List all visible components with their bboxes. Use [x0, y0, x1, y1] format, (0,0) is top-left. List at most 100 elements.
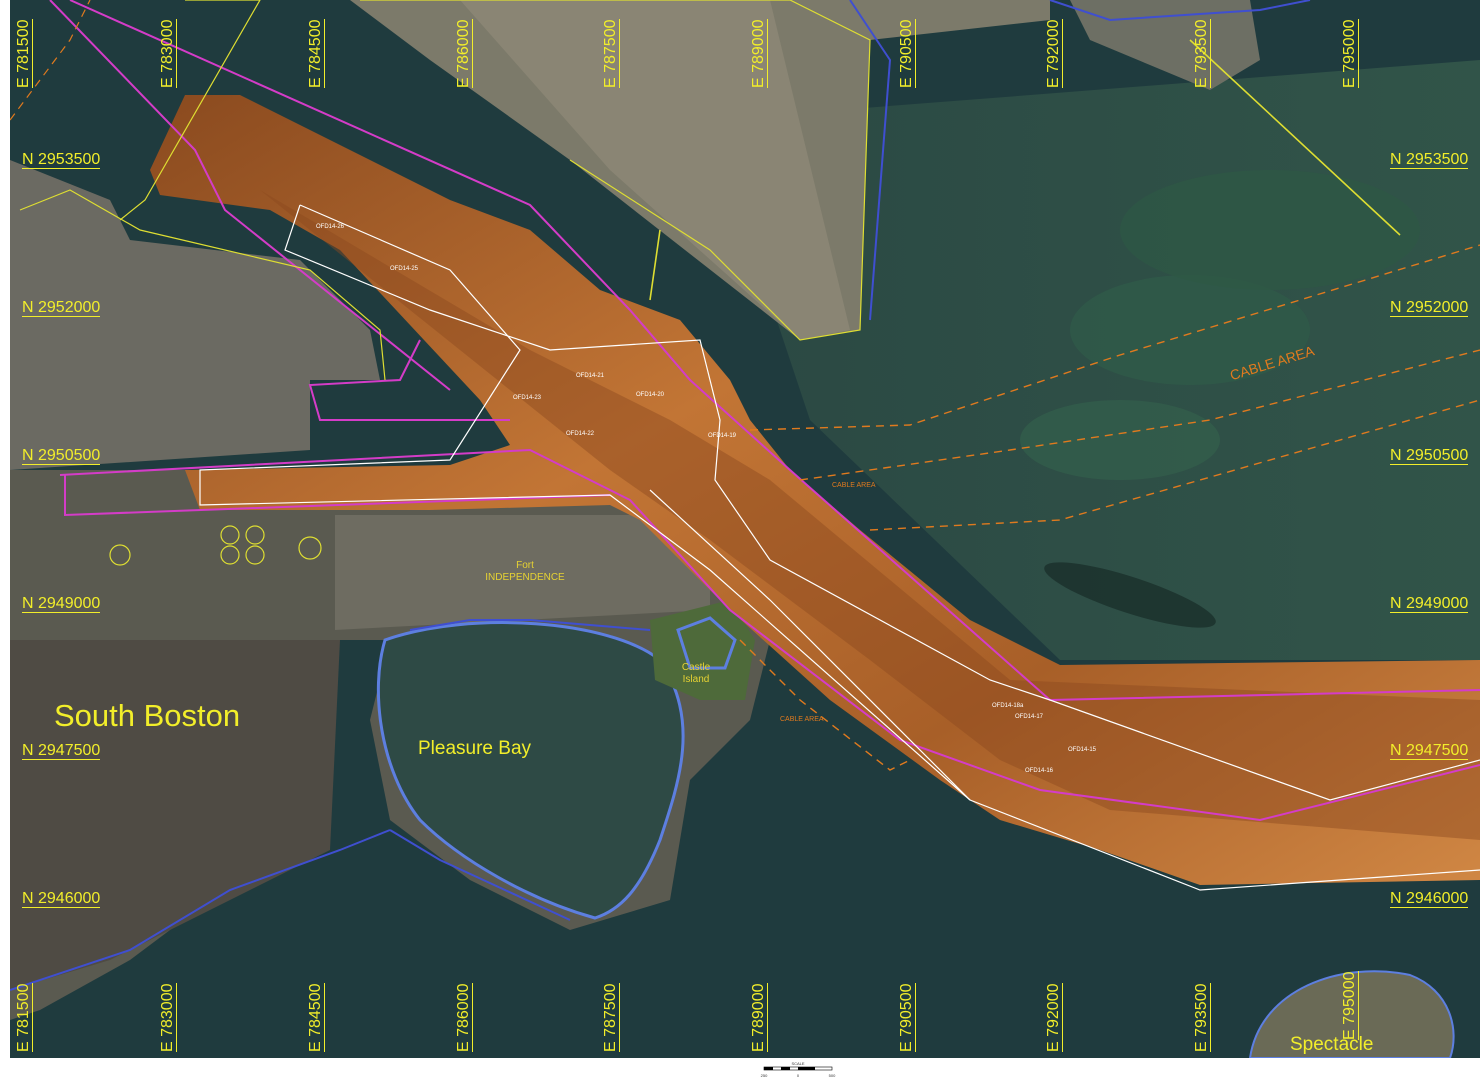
place-label-pleasure-bay: Pleasure Bay — [418, 738, 532, 759]
shoreline — [1049, 0, 1311, 22]
northing-label: N 2947500 — [1390, 742, 1469, 760]
channel-boundary — [49, 0, 451, 391]
cable-area-line — [869, 399, 1480, 531]
easting-label: E 783000 — [159, 19, 177, 88]
flat-patch — [1020, 400, 1220, 480]
northing-label: N 2953500 — [22, 151, 101, 169]
flat-patch — [1120, 170, 1420, 290]
shoreline — [10, 829, 391, 991]
dark-shoal — [1044, 562, 1216, 628]
airport-field — [460, 0, 850, 340]
cable-area-line — [739, 639, 911, 771]
fort-outline — [676, 616, 737, 670]
survey-limit — [199, 204, 971, 801]
easting-label: E 789000 — [750, 983, 768, 1052]
spectacle-island — [1248, 970, 1455, 1058]
cable-area-label: CABLE AREA — [832, 482, 876, 489]
survey-site-label: OFD14-19 — [708, 433, 737, 439]
castle-island-land — [650, 600, 755, 700]
tank-outline — [109, 544, 131, 566]
yellow-outline — [1189, 39, 1401, 236]
easting-label: E 792000 — [1045, 19, 1063, 88]
place-label-spectacle: Spectacle — [1290, 1034, 1374, 1055]
northing-label: N 2950500 — [1390, 447, 1469, 465]
yellow-outline — [649, 229, 661, 301]
survey-site-label: OFD14-16 — [1025, 768, 1054, 774]
channel-boundary — [308, 339, 510, 421]
northing-label: N 2947500 — [22, 742, 101, 760]
residential-grid — [10, 640, 340, 990]
shoreline — [849, 0, 892, 321]
northing-label: N 2952000 — [22, 299, 101, 317]
sonar-mosaic — [150, 95, 1480, 885]
easting-label: E 783000 — [159, 983, 177, 1052]
easting-label: E 793500 — [1193, 19, 1211, 88]
northing-label: N 2952000 — [1390, 299, 1469, 317]
easting-label: E 781500 — [15, 983, 33, 1052]
scale-title: SCALE — [791, 1061, 804, 1066]
survey-site-label: OFD14-18a — [992, 703, 1024, 709]
survey-limit — [284, 204, 1480, 801]
tank-outline — [220, 545, 240, 565]
sonar-dark-band — [260, 190, 1480, 840]
easting-label: E 787500 — [602, 19, 620, 88]
easting-label: E 784500 — [307, 19, 325, 88]
tank-outline — [245, 545, 265, 565]
yellow-outline — [360, 0, 871, 341]
scale-segment — [781, 1067, 790, 1070]
channel-boundary — [59, 448, 1480, 822]
northing-label: N 2946000 — [1390, 890, 1469, 908]
tank-outline — [220, 525, 240, 545]
yellow-outline — [19, 189, 386, 381]
easting-label: E 790500 — [898, 983, 916, 1052]
scale-tick: 0 — [797, 1073, 800, 1078]
basemap — [10, 0, 1480, 1058]
survey-site-label: OFD14-21 — [576, 373, 605, 379]
easting-label: E 786000 — [455, 983, 473, 1052]
terminal-yard — [335, 515, 710, 630]
cable-area-line — [749, 244, 1480, 431]
easting-label: E 789000 — [750, 19, 768, 88]
shoreline — [389, 829, 571, 921]
tank-outline — [298, 536, 322, 560]
cable-area-label: CABLE AREA — [780, 716, 824, 723]
easting-label: E 790500 — [898, 19, 916, 88]
survey-site-label: OFD14-15 — [1068, 747, 1097, 753]
scale-tick: 250 — [761, 1073, 768, 1078]
northing-label: N 2953500 — [1390, 151, 1469, 169]
seaport-land — [10, 160, 380, 470]
northing-label: N 2946000 — [22, 890, 101, 908]
easting-label: E 787500 — [602, 983, 620, 1052]
place-label-castle-island: Castle Island — [681, 662, 711, 685]
survey-site-label: OFD14-26 — [316, 224, 345, 230]
survey-site-label: OFD14-25 — [390, 266, 419, 272]
place-label-fort-independence: Fort INDEPENDENCE — [485, 560, 565, 583]
cable-area-line — [799, 349, 1480, 481]
survey-site-label: OFD14-23 — [513, 395, 542, 401]
easting-label: E 786000 — [455, 19, 473, 88]
easting-label: E 793500 — [1193, 983, 1211, 1052]
scale-bar: SCALE 250 0 500 — [760, 1061, 836, 1081]
place-label-south-boston: South Boston — [54, 698, 241, 733]
easting-label: E 784500 — [307, 983, 325, 1052]
airport-east — [1070, 0, 1260, 90]
easting-label: E 792000 — [1045, 983, 1063, 1052]
tank-outline — [245, 525, 265, 545]
northing-label: N 2949000 — [1390, 595, 1469, 613]
shoreline — [409, 619, 651, 631]
survey-site-label: OFD14-17 — [1015, 714, 1044, 720]
channel-boundary — [64, 475, 611, 517]
map-canvas[interactable]: N 2953500 N 2952000 N 2950500 N 2949000 … — [10, 0, 1480, 1058]
northing-label: N 2949000 — [22, 595, 101, 613]
easting-label: E 781500 — [15, 19, 33, 88]
scale-tick: 500 — [829, 1073, 836, 1078]
pleasure-bay-water — [376, 621, 685, 920]
easting-label: E 795000 — [1341, 19, 1359, 88]
scale-bar-graphic: SCALE 250 0 500 — [761, 1061, 836, 1078]
northing-label: N 2950500 — [22, 447, 101, 465]
flat-patch — [1070, 275, 1310, 385]
survey-site-label: OFD14-20 — [636, 392, 665, 398]
cable-area-line — [10, 0, 91, 121]
survey-site-label: OFD14-22 — [566, 431, 595, 437]
survey-limit — [649, 489, 1480, 891]
